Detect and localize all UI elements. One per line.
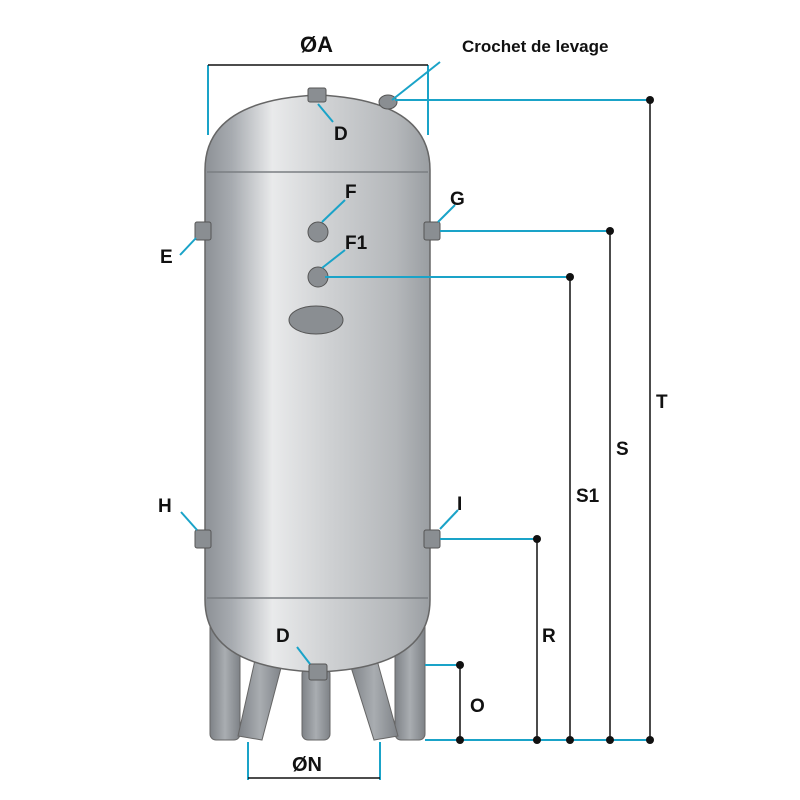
label-h: H <box>158 496 172 517</box>
fitting-f <box>307 221 329 243</box>
label-f: F <box>345 182 357 203</box>
dimension-lines <box>208 64 651 779</box>
manhole <box>288 305 344 335</box>
label-diam-a: ØA <box>300 32 333 57</box>
fitting-g <box>423 221 441 241</box>
leg-diag-left <box>237 659 283 741</box>
dimension-dots <box>456 96 654 744</box>
fitting-i <box>423 529 441 549</box>
fitting-d-top <box>307 87 327 103</box>
leg-diag-right <box>349 659 399 741</box>
label-s: S <box>616 439 629 460</box>
label-g: G <box>450 189 465 210</box>
label-diam-n: ØN <box>292 754 322 776</box>
label-e: E <box>160 247 173 268</box>
tank-body <box>204 94 431 673</box>
label-lifting-hook: Crochet de levage <box>462 37 608 56</box>
fittings <box>194 87 441 681</box>
fitting-d-bottom <box>308 663 328 681</box>
label-d-bottom: D <box>276 626 290 647</box>
label-f1: F1 <box>345 233 368 254</box>
label-s1: S1 <box>576 486 600 507</box>
label-r: R <box>542 626 556 647</box>
label-t: T <box>656 392 668 413</box>
label-o: O <box>470 696 485 717</box>
fitting-h <box>194 529 212 549</box>
label-i: I <box>457 494 462 515</box>
fitting-e <box>194 221 212 241</box>
label-d-top: D <box>334 124 348 145</box>
